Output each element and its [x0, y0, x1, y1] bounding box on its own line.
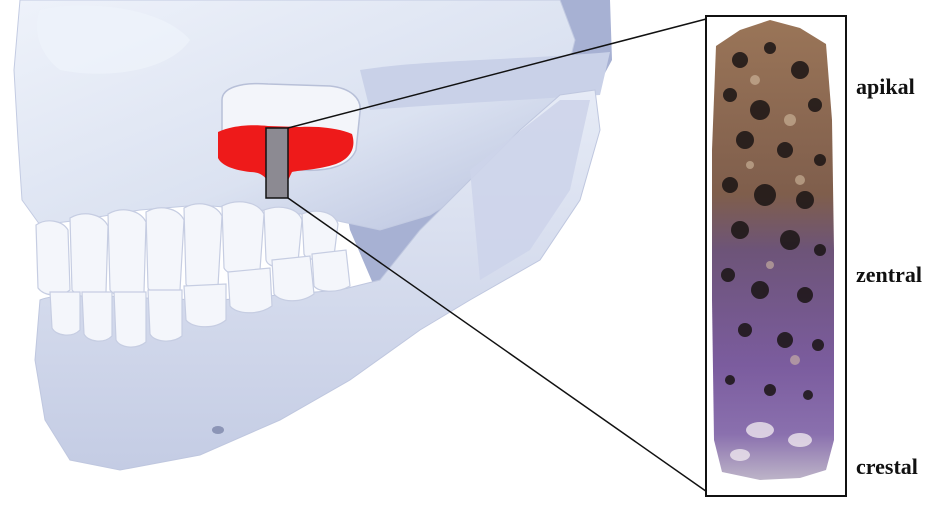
biopsy-specimen	[712, 20, 834, 480]
label-apical: apikal	[856, 74, 915, 100]
label-crestal: crestal	[856, 454, 918, 480]
graft-core	[266, 128, 288, 198]
mental-foramen	[212, 426, 224, 434]
label-central: zentral	[856, 262, 922, 288]
